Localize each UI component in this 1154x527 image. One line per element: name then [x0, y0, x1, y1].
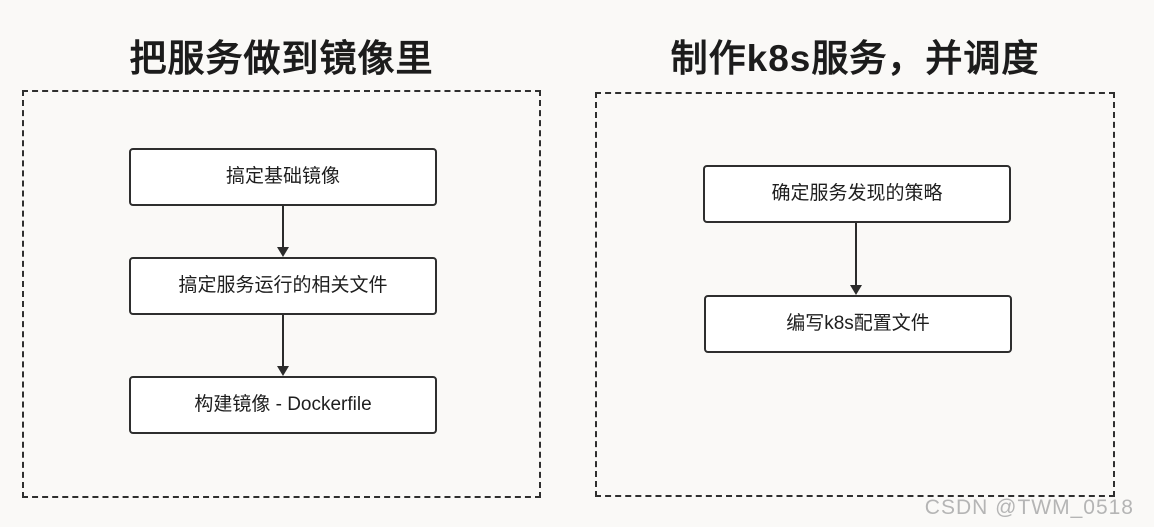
flow-node-build-dockerfile: 构建镜像 - Dockerfile: [129, 376, 437, 434]
flowchart-right-title: 制作k8s服务，并调度: [670, 38, 1040, 79]
flow-node-base-image: 搞定基础镜像: [129, 148, 437, 206]
flowchart-left-frame: [22, 90, 541, 498]
down-arrow-icon: [277, 206, 289, 257]
flow-node-service-files: 搞定服务运行的相关文件: [129, 257, 437, 315]
down-arrow-icon: [850, 223, 862, 295]
watermark: CSDN @TWM_0518: [924, 496, 1134, 519]
flow-node-k8s-config: 编写k8s配置文件: [704, 295, 1012, 353]
flowchart-right-frame: [595, 92, 1115, 497]
down-arrow-icon: [277, 315, 289, 376]
flow-node-service-discovery: 确定服务发现的策略: [703, 165, 1011, 223]
flowchart-left-title: 把服务做到镜像里: [129, 38, 434, 79]
